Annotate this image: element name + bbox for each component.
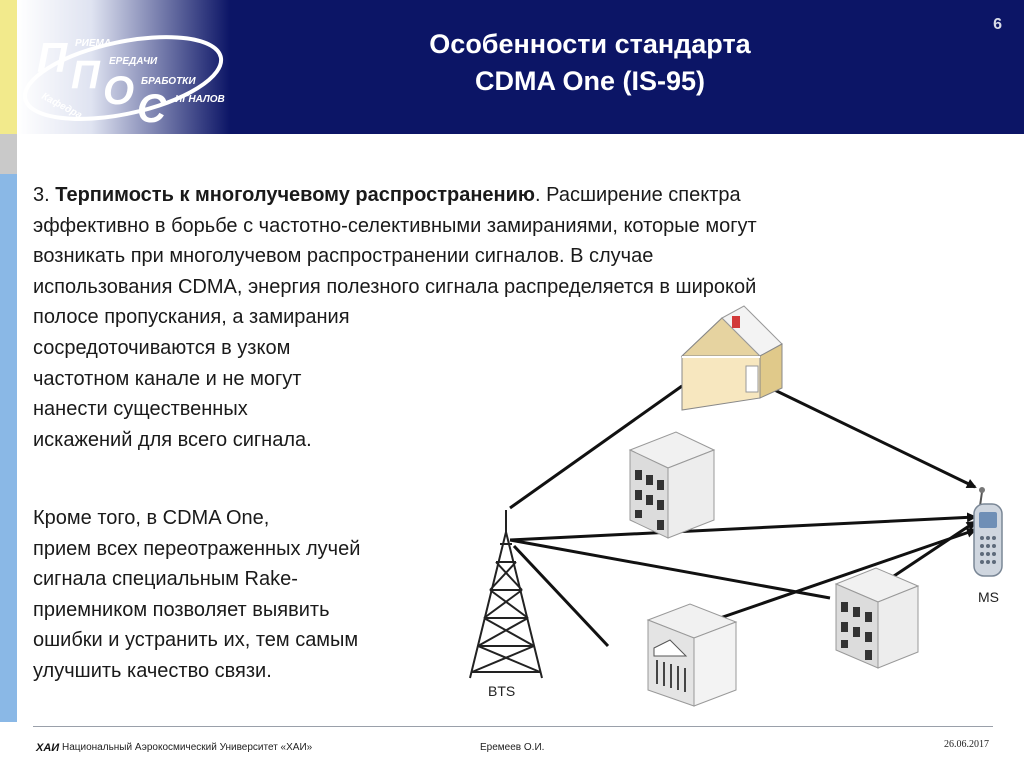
path-bts-bank <box>512 544 610 648</box>
bts-tower-icon <box>469 510 543 679</box>
para2-line-4: приемником позволяет выявить <box>33 598 330 621</box>
footer-author: Еремеев О.И. <box>480 742 545 753</box>
logo-word-3: БРАБОТКИ <box>141 76 196 87</box>
logo-letter-s: С <box>137 87 167 131</box>
house-icon <box>680 305 783 411</box>
path-house-ms <box>757 380 977 489</box>
para2-line-5: ошибки и устранить их, тем самым <box>33 629 359 652</box>
left-accent-bar-yellow <box>0 0 17 134</box>
item-number: 3. <box>33 184 50 206</box>
main-paragraph: 3. Терпимость к многолучевому распростра… <box>33 180 973 455</box>
paragraph-line-4: использования CDMA, энергия полезного си… <box>33 275 757 298</box>
multipath-diagram: BTS <box>469 305 1003 707</box>
logo-letter-p1: П <box>37 34 68 81</box>
paragraph-line-3: возникать при многолучевом распространен… <box>33 245 654 268</box>
para2-line-3: сигнала специальным Rake- <box>33 568 298 591</box>
mobile-phone-icon <box>973 487 1003 577</box>
logo-word-2: ЕРЕДАЧИ <box>109 56 158 67</box>
para2-line-1: Кроме того, в CDMA One, <box>33 507 270 529</box>
header-bar <box>230 0 1024 134</box>
paragraph-line-6: сосредоточиваются в узком <box>33 336 291 359</box>
department-logo: П П О С РИЕМА ЕРЕДАЧИ БРАБОТКИ ИГНАЛОВ К… <box>17 0 230 134</box>
paragraph-line-7: частотном канале и не могут <box>33 367 302 390</box>
bts-label: BTS <box>488 683 515 699</box>
path-bts-building2 <box>509 538 831 600</box>
footer-university-logo: ХАИ <box>36 742 60 754</box>
signal-paths <box>509 380 977 648</box>
para2-line-6: улучшить качество связи. <box>33 659 272 682</box>
paragraph-line-8: нанести существенных <box>33 398 248 421</box>
path-bts-ms-direct <box>509 512 977 542</box>
office-building-2-icon <box>834 567 920 669</box>
left-accent-bar-blue <box>0 174 17 722</box>
second-paragraph: Кроме того, в CDMA One, прием всех перео… <box>33 503 463 687</box>
logo-word-4: ИГНАЛОВ <box>175 94 225 105</box>
logo-word-1: РИЕМА <box>75 38 111 49</box>
path-bts-house <box>509 384 683 510</box>
slide-number: 6 <box>993 16 1002 33</box>
left-accent-bar-grey <box>0 134 17 174</box>
para2-line-2: прием всех переотраженных лучей <box>33 537 361 560</box>
bank-building-icon <box>646 603 738 707</box>
office-building-1-icon <box>628 431 716 539</box>
logo-letter-p2: П <box>71 53 101 97</box>
ms-label: MS <box>978 589 999 605</box>
paragraph-line-2: эффективно в борьбе с частотно-селективн… <box>33 214 757 237</box>
slide-title-line-1: Особенности стандарта <box>429 29 751 59</box>
item-heading: Терпимость к многолучевому распространен… <box>55 184 536 206</box>
line-1-rest: Расширение спектра <box>546 184 741 206</box>
footer-date: 26.06.2017 <box>944 739 989 750</box>
logo-letter-o: О <box>103 69 134 113</box>
slide-title-line-2: CDMA One (IS-95) <box>474 66 705 96</box>
paragraph-line-1: 3. Терпимость к многолучевому распростра… <box>33 184 741 206</box>
footer-university-name: Национальный Аэрокосмический Университет… <box>62 742 313 753</box>
slide-title: Особенности стандарта CDMA One (IS-95) <box>330 26 850 100</box>
paragraph-line-9: искажений для всего сигнала. <box>33 428 312 451</box>
paragraph-line-5: полосе пропускания, а замирания <box>33 306 350 329</box>
footer-divider <box>33 726 993 727</box>
